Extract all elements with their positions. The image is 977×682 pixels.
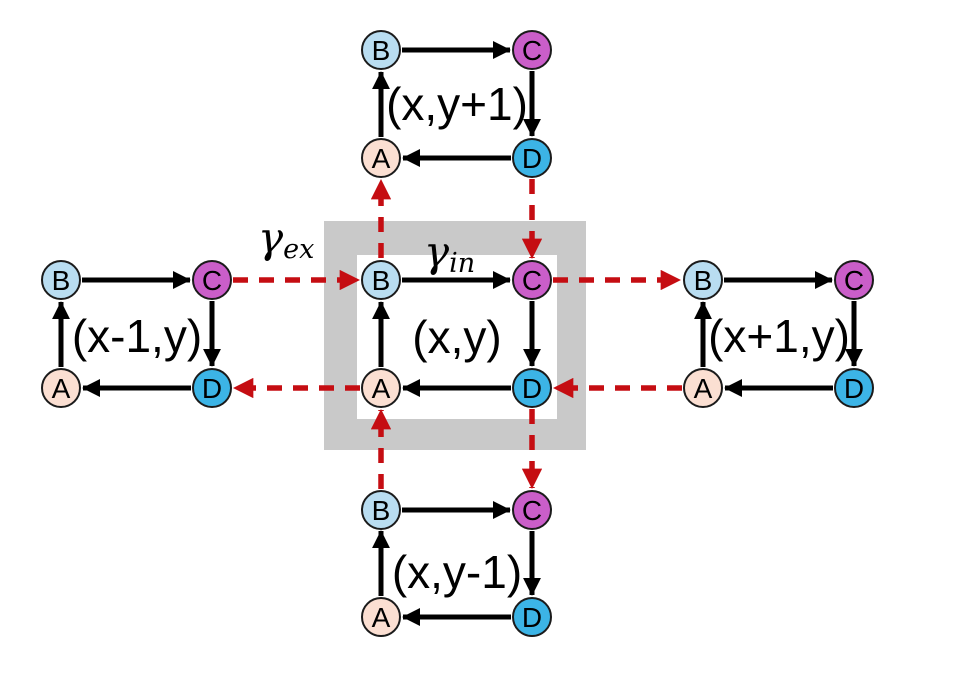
node-a-label: A bbox=[52, 373, 71, 404]
gamma-in-subscript: in bbox=[449, 248, 475, 279]
node-b-label: B bbox=[694, 265, 713, 296]
node-c bbox=[512, 490, 552, 530]
rate-labels: γin γex bbox=[258, 213, 475, 279]
node-b bbox=[683, 260, 723, 300]
external-coupling-arrows bbox=[232, 178, 682, 490]
node-d bbox=[192, 368, 232, 408]
node-d bbox=[512, 597, 552, 637]
node-a-label: A bbox=[372, 602, 391, 633]
node-a-label: A bbox=[372, 373, 391, 404]
gamma-in-symbol: γ bbox=[424, 227, 450, 276]
node-b-label: B bbox=[52, 265, 71, 296]
node-a bbox=[41, 368, 81, 408]
cell-right-coordinate-label: (x+1,y) bbox=[708, 310, 850, 362]
node-b-label: B bbox=[372, 495, 391, 526]
cell-top: B C D A (x,y+1) bbox=[361, 30, 552, 178]
node-b bbox=[361, 30, 401, 70]
node-a bbox=[361, 597, 401, 637]
node-c-label: C bbox=[522, 35, 542, 66]
node-b bbox=[41, 260, 81, 300]
node-d-label: D bbox=[522, 373, 542, 404]
node-c-label: C bbox=[522, 495, 542, 526]
cell-center-coordinate-label: (x,y) bbox=[412, 311, 501, 363]
node-d-label: D bbox=[202, 373, 222, 404]
node-c bbox=[512, 30, 552, 70]
cell-bottom-coordinate-label: (x,y-1) bbox=[392, 546, 522, 598]
node-b-label: B bbox=[372, 35, 391, 66]
node-a bbox=[683, 368, 723, 408]
node-b-label: B bbox=[372, 265, 391, 296]
node-c-label: C bbox=[844, 265, 864, 296]
node-d bbox=[512, 138, 552, 178]
cell-left: B C D A (x-1,y) bbox=[41, 260, 232, 408]
node-c-label: C bbox=[202, 265, 222, 296]
gamma-in-label: γin bbox=[424, 227, 475, 279]
gamma-ex-label: γex bbox=[258, 213, 314, 265]
node-a-label: A bbox=[372, 143, 391, 174]
cell-bottom: B C D A (x,y-1) bbox=[361, 490, 552, 637]
node-d-label: D bbox=[522, 602, 542, 633]
node-c-label: C bbox=[522, 265, 542, 296]
node-d bbox=[834, 368, 874, 408]
gamma-ex-symbol: γ bbox=[258, 213, 284, 262]
cell-center: B C D A (x,y) bbox=[361, 260, 552, 408]
node-a bbox=[361, 368, 401, 408]
node-a bbox=[361, 138, 401, 178]
node-b bbox=[361, 260, 401, 300]
cell-top-coordinate-label: (x,y+1) bbox=[386, 78, 528, 130]
node-c bbox=[834, 260, 874, 300]
node-b bbox=[361, 490, 401, 530]
node-d bbox=[512, 368, 552, 408]
cell-right: B C D A (x+1,y) bbox=[683, 260, 874, 408]
gamma-ex-subscript: ex bbox=[283, 234, 314, 265]
node-d-label: D bbox=[844, 373, 864, 404]
node-d-label: D bbox=[522, 143, 542, 174]
node-c bbox=[192, 260, 232, 300]
node-c bbox=[512, 260, 552, 300]
cell-left-coordinate-label: (x-1,y) bbox=[72, 310, 202, 362]
node-a-label: A bbox=[694, 373, 713, 404]
